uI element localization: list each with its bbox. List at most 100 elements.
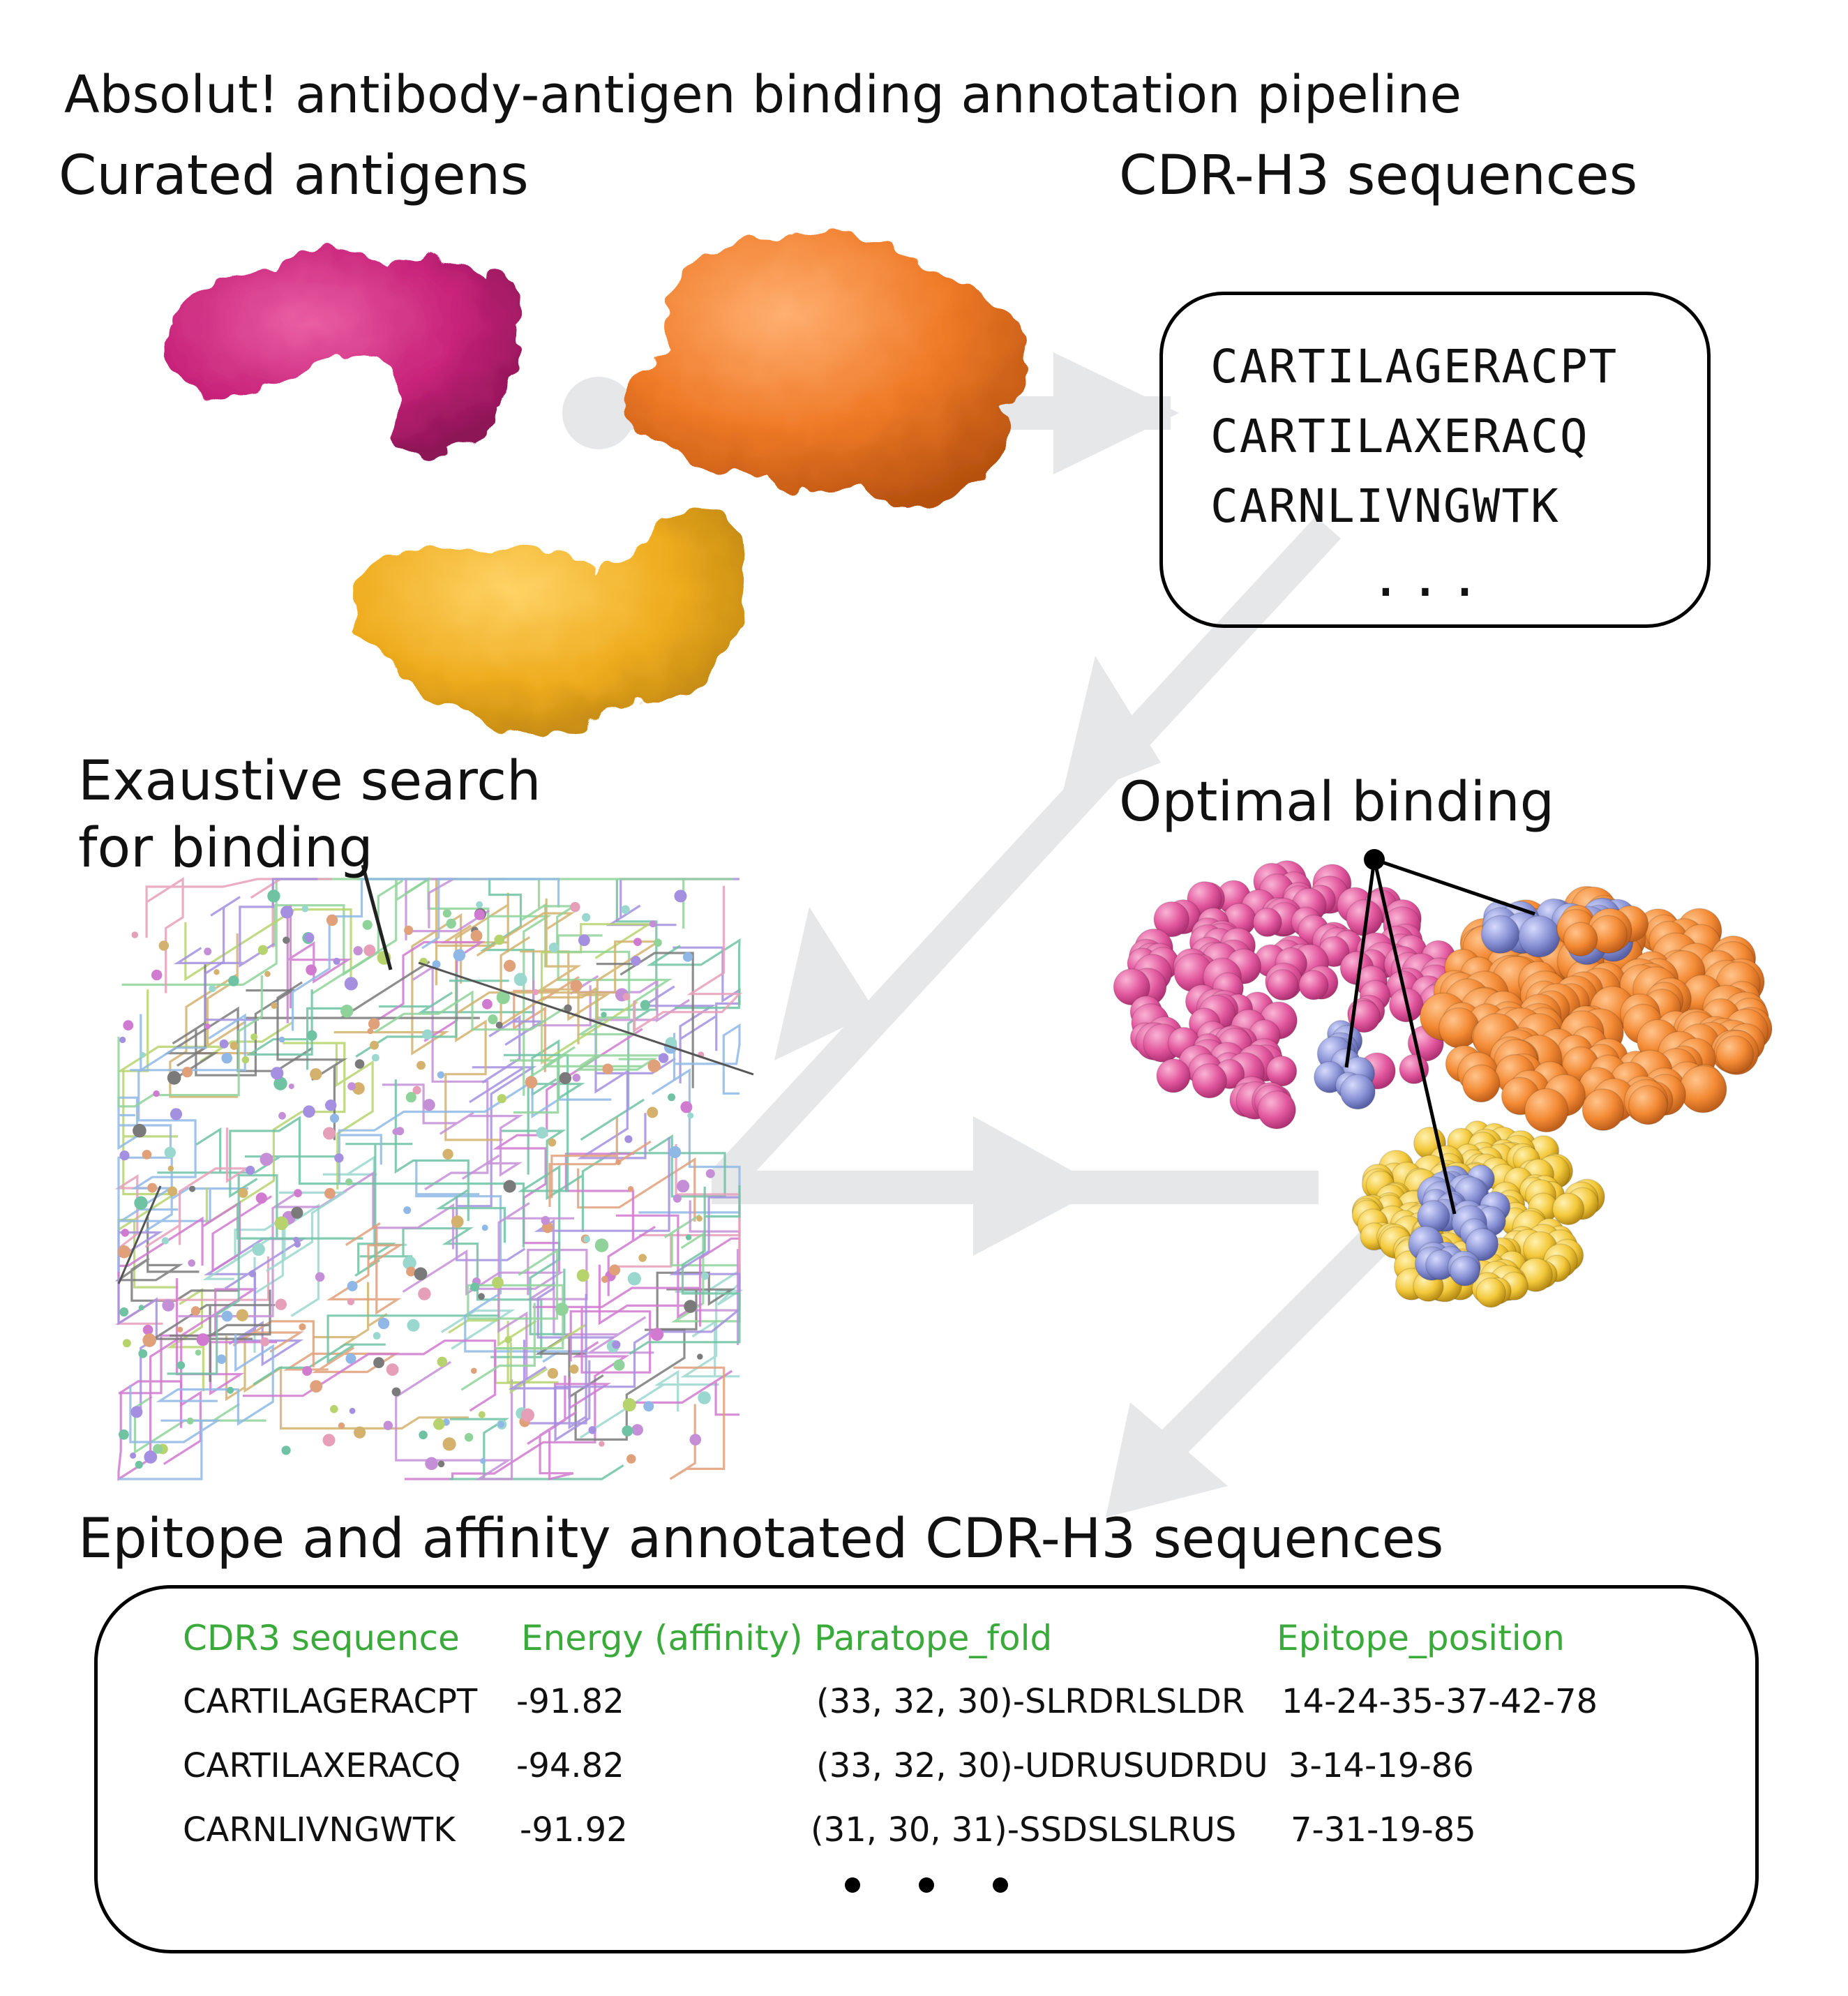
cdr-sequences-label: CDR-H3 sequences [1119, 144, 1638, 207]
lattice-node [601, 1012, 607, 1018]
lattice-node [167, 1071, 181, 1085]
lattice-node [633, 938, 642, 946]
lattice-node [338, 1422, 345, 1430]
lattice-node [496, 991, 510, 1005]
lattice-node [119, 1036, 126, 1044]
bead [1480, 915, 1520, 954]
lattice-node [248, 1270, 256, 1277]
lattice-node [647, 1059, 661, 1073]
lattice-node [437, 1460, 445, 1468]
bead-model-pink [1113, 860, 1465, 1130]
lattice-node [142, 1324, 153, 1335]
lattice-node [278, 1036, 285, 1043]
lattice-node [640, 1000, 651, 1010]
lattice-node [588, 1426, 596, 1434]
lattice-node [219, 1039, 229, 1049]
table-ellipsis [98, 1877, 1755, 1896]
lattice-node [609, 1264, 621, 1276]
table-cell: CARTILAXERACQ [183, 1746, 461, 1785]
lattice-node [504, 959, 516, 972]
lattice-node [144, 1450, 158, 1464]
lattice-node [176, 1361, 186, 1370]
lattice-node [228, 975, 239, 986]
lattice-node [404, 925, 414, 935]
lattice-node [684, 1300, 697, 1313]
lattice-walk [174, 878, 318, 968]
lattice-walk [276, 981, 348, 1141]
lattice-walk [338, 1079, 612, 1184]
lattice-walk [633, 885, 742, 1033]
lattice-node [250, 1033, 258, 1041]
ellipsis-dot [993, 1877, 1008, 1893]
lattice-walk [326, 1222, 404, 1315]
lattice-node [275, 1298, 287, 1310]
connector-lines [1344, 849, 1535, 1215]
lattice-node [288, 1083, 294, 1090]
lattice-node [370, 1040, 379, 1050]
lattice-node [650, 1328, 664, 1341]
lattice-node [631, 1424, 643, 1436]
lattice-node [221, 1310, 233, 1322]
lattice-node [306, 964, 317, 975]
arrow-head-2b [774, 907, 876, 1060]
lattice-node [267, 890, 280, 903]
lattice-node [497, 1420, 504, 1428]
lattice-node [204, 947, 212, 956]
lattice-node [271, 1067, 284, 1080]
lattice-node [283, 936, 290, 944]
bead-model-orange [1419, 885, 1773, 1133]
lattice-node [241, 1056, 250, 1064]
lattice-node [601, 1275, 609, 1283]
lattice-node [488, 1014, 498, 1025]
lattice-node [131, 931, 139, 938]
lattice-node [668, 1093, 676, 1102]
lattice-node [494, 934, 505, 945]
bead [1582, 1088, 1625, 1132]
table-cell: -94.82 [516, 1746, 624, 1785]
connector-to-orange [1374, 857, 1535, 916]
lattice-node [260, 1337, 270, 1346]
lattice-walk [375, 990, 570, 1033]
lattice-node [216, 1354, 227, 1364]
lattice-node [119, 1429, 129, 1440]
lattice-node [299, 1323, 306, 1331]
table-cell: CARNLIVNGWTK [183, 1810, 456, 1849]
lattice-node [257, 945, 268, 955]
lattice-node [442, 1148, 453, 1160]
lattice-walk [166, 1287, 204, 1392]
lattice-walk [246, 989, 347, 1070]
arrow-head-4 [1106, 1402, 1228, 1517]
lattice-node [181, 1067, 193, 1078]
bead [1192, 1063, 1228, 1099]
table-header: CDR3 sequence [183, 1618, 460, 1658]
lattice-walk [205, 1042, 374, 1226]
lattice-node [138, 1349, 148, 1358]
bead-epitope-yellow [1408, 1164, 1511, 1286]
lattice-walk [204, 896, 259, 1021]
lattice-node [130, 1452, 137, 1459]
arrow-head-3 [973, 1116, 1102, 1256]
lattice-node [407, 1319, 420, 1332]
lattice-node [221, 1052, 233, 1064]
lattice-node [334, 1153, 344, 1163]
lattice-walk [606, 878, 739, 926]
lattice-node [264, 970, 271, 977]
lattice-node [142, 1333, 156, 1347]
lattice-node [478, 1411, 486, 1418]
lattice-walk [577, 1025, 676, 1160]
lattice-node [255, 1192, 267, 1204]
lattice-node [347, 1281, 358, 1291]
bead [1252, 907, 1282, 938]
antigen-magenta-surface [163, 248, 521, 457]
lattice-edge [418, 961, 754, 1076]
lattice-node [627, 1186, 634, 1192]
lattice-node [353, 946, 363, 956]
lattice-walk [253, 1314, 500, 1386]
lattice-node [162, 1299, 174, 1312]
lattice-walk [157, 1127, 342, 1174]
lattice-node [209, 984, 216, 993]
exhaustive-search-label-1: Exaustive search [78, 750, 541, 813]
lattice-node [383, 1420, 393, 1430]
lattice-node [363, 944, 376, 956]
lattice-node [291, 1206, 303, 1219]
